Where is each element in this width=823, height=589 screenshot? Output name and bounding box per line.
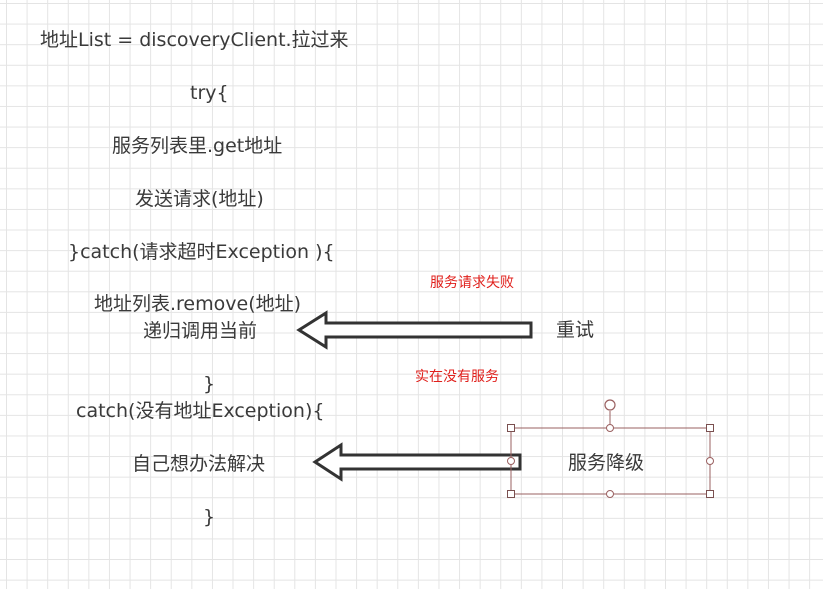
resize-handle-e[interactable] [706,457,714,465]
degradation-arrow [312,442,522,482]
code-line-remove-address: 地址列表.remove(地址) [94,293,302,315]
code-line-get-address: 服务列表里.get地址 [112,135,283,157]
annotation-service-degradation[interactable]: 服务降级 [568,452,645,474]
selection-box[interactable] [507,399,714,498]
resize-handle-sw[interactable] [507,490,515,498]
resize-handle-w[interactable] [507,457,515,465]
code-line-recursive-call: 递归调用当前 [143,320,258,342]
rotate-handle[interactable] [604,399,616,411]
code-line-catch-no-address: catch(没有地址Exception){ [76,400,325,422]
code-line-catch-timeout: }catch(请求超时Exception ){ [68,241,335,263]
resize-handle-n[interactable] [606,424,614,432]
resize-handle-ne[interactable] [706,424,714,432]
annotation-really-no-service: 实在没有服务 [415,369,499,385]
annotation-retry: 重试 [556,319,595,341]
code-line-self-solve: 自己想办法解决 [132,453,266,475]
code-line-address-list: 地址List = discoveryClient.拉过来 [40,29,349,51]
retry-arrow [296,310,533,350]
resize-handle-s[interactable] [606,490,614,498]
code-line-close-brace-1: } [203,373,216,395]
resize-handle-se[interactable] [706,490,714,498]
code-line-try: try{ [190,82,229,104]
code-line-send-request: 发送请求(地址) [135,188,264,210]
annotation-service-request-failed: 服务请求失败 [430,275,514,291]
code-line-close-brace-2: } [203,506,216,528]
resize-handle-nw[interactable] [507,424,515,432]
